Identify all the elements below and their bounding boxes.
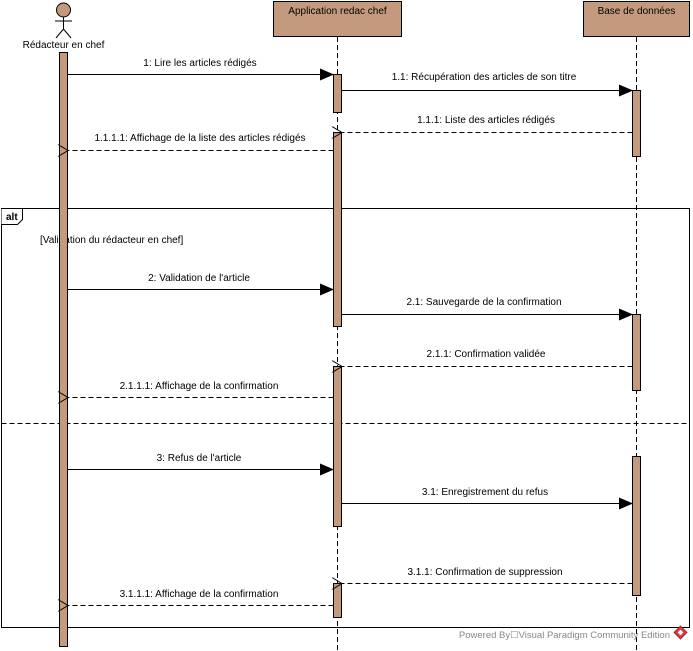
actor-head [56,2,71,18]
activation-actor [59,52,68,647]
message-3-1: 3.1: Enregistrement du refus [341,487,633,510]
message-label: 2: Validation de l'article [148,273,250,284]
message-label: 1.1: Récupération des articles de son ti… [392,72,577,83]
watermark-text: Powered By☐Visual Paradigm Community Edi… [459,630,670,641]
message-label: 3.1: Enregistrement du refus [422,487,548,498]
activation-app-4 [333,583,342,618]
message-label: 2.1.1: Confirmation validée [427,349,546,360]
message-1: 1: Lire les articles rédigés [67,58,334,81]
actor-redacteur: Rédacteur en chef [23,2,105,51]
fragment-operator: alt [6,212,18,223]
message-1-1-1: 1.1.1: Liste des articles rédigés [342,115,633,133]
actor-name: Rédacteur en chef [23,40,105,51]
visual-paradigm-logo-icon [673,625,688,640]
message-2: 2: Validation de l'article [67,273,334,296]
activation-db-3 [632,456,641,596]
message-label: 1.1.1.1: Affichage de la liste des artic… [94,133,305,144]
message-2-1-1: 2.1.1: Confirmation validée [342,349,633,367]
activation-app-1 [333,74,342,113]
message-1-1-1-1: 1.1.1.1: Affichage de la liste des artic… [68,133,334,151]
activation-db-2 [632,314,641,391]
message-2-1-1-1: 2.1.1.1: Affichage de la confirmation [68,381,334,398]
activation-app-2 [333,132,342,327]
participant-db-name: Base de données [598,6,676,17]
message-label: 2.1: Sauvegarde de la confirmation [406,297,561,308]
message-label: 2.1.1.1: Affichage de la confirmation [120,381,279,392]
message-3-1-1-1: 3.1.1.1: Affichage de la confirmation [68,589,334,606]
message-1-1: 1.1: Récupération des articles de son ti… [341,72,633,97]
message-2-1: 2.1: Sauvegarde de la confirmation [341,297,633,321]
activation-app-3 [333,366,342,527]
participant-app: Application redac chef [273,1,402,37]
message-label: 3.1.1: Confirmation de suppression [407,567,562,578]
activation-db-1 [632,90,641,157]
message-3-1-1: 3.1.1: Confirmation de suppression [342,567,633,584]
message-label: 1: Lire les articles rédigés [143,58,256,69]
message-3: 3: Refus de l'article [67,453,334,476]
fragment-guard: [Validation du rédacteur en chef] [40,235,183,246]
message-label: 3: Refus de l'article [157,453,242,464]
watermark: Powered By☐Visual Paradigm Community Edi… [459,625,688,641]
message-label: 1.1.1: Liste des articles rédigés [417,115,555,126]
participant-db: Base de données [583,1,690,37]
message-label: 3.1.1.1: Affichage de la confirmation [120,589,279,600]
participant-app-name: Application redac chef [288,6,387,17]
alt-fragment: alt [Validation du rédacteur en chef] [1,208,690,628]
